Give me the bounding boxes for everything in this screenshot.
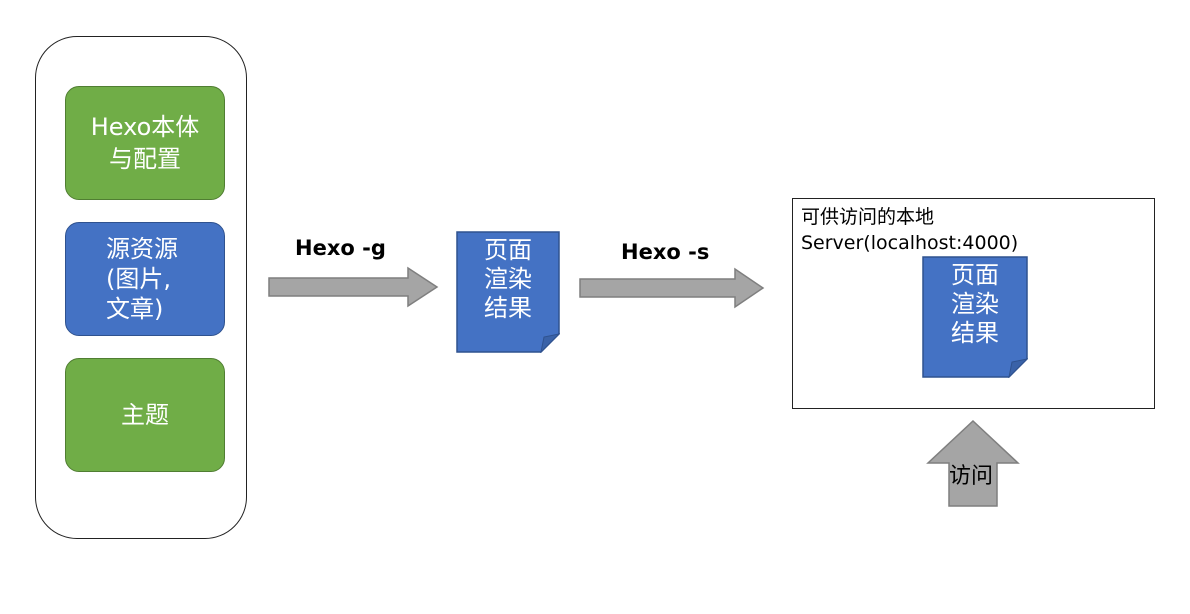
theme-box: 主题 [65,358,225,472]
theme-box-label: 主题 [121,401,169,429]
visit-label: 访问 [949,464,994,489]
visit-arrow [926,420,1020,507]
source-resources-box: 源资源 (图片, 文章) [65,222,225,336]
core-box-line-1: Hexo本体 [90,113,200,141]
doc-line-1: 页面 [484,236,532,264]
server-title-line-1: 可供访问的本地 [801,206,935,228]
document-shape [456,231,560,353]
server-command-label: Hexo -s [621,240,710,264]
served-result-document: 页面 渲染 结果 [922,256,1028,378]
served-doc-line-1: 页面 [951,261,999,289]
source-box-line-1: 源资源 [106,235,178,263]
server-arrow [579,267,765,309]
served-document-shape [922,256,1028,378]
core-box-line-2: 与配置 [108,145,181,173]
server-title-line-2: Server(localhost:4000) [801,232,1019,254]
doc-line-3: 结果 [484,294,532,322]
generate-arrow [268,266,439,308]
doc-line-2: 渲染 [484,265,532,293]
generate-command-label: Hexo -g [295,236,386,260]
hexo-core-config-box: Hexo本体 与配置 [65,86,225,200]
source-box-line-2: (图片, [106,265,171,293]
served-doc-line-2: 渲染 [951,290,999,318]
rendered-result-document: 页面 渲染 结果 [456,231,560,353]
source-box-line-3: 文章) [106,295,164,323]
served-doc-line-3: 结果 [951,319,999,347]
